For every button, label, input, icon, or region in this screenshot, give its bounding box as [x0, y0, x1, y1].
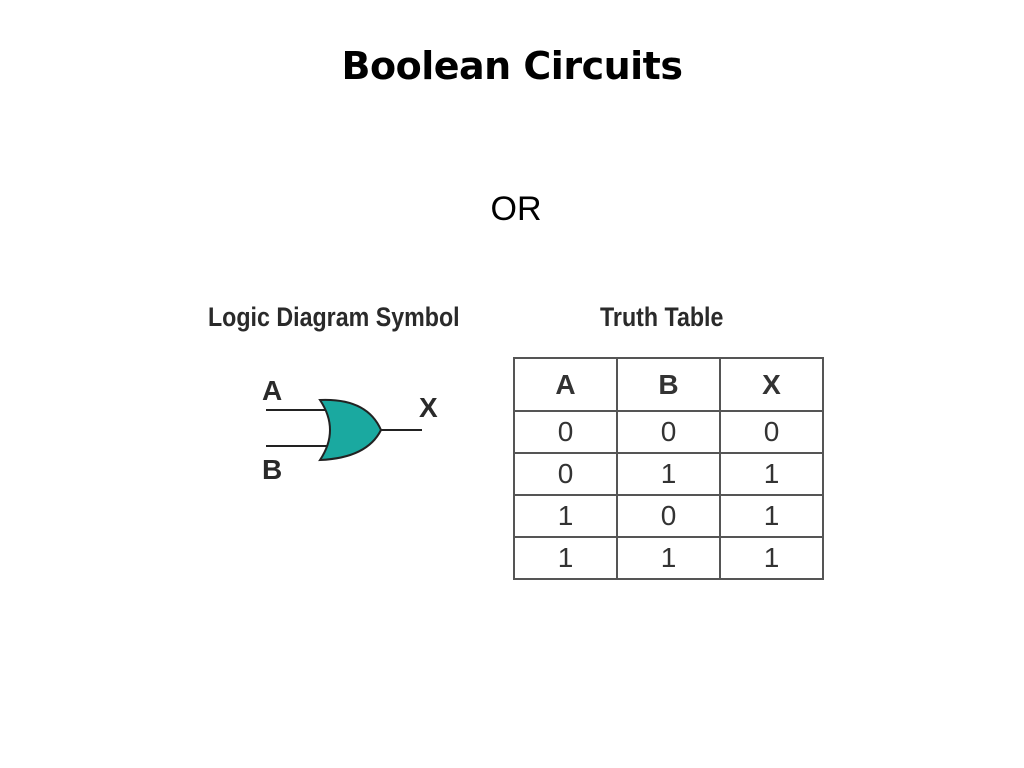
cell-x: 0: [719, 410, 824, 454]
cell-b: 1: [616, 536, 721, 580]
output-x-label: X: [419, 392, 438, 423]
slide-title: Boolean Circuits: [341, 44, 683, 88]
cell-b: 1: [616, 452, 721, 496]
truth-table-label: Truth Table: [600, 302, 724, 332]
cell-x: 1: [719, 494, 824, 538]
header-x: X: [719, 357, 824, 412]
table-row: 1 1 1: [513, 536, 824, 580]
cell-a: 0: [513, 410, 618, 454]
cell-x: 1: [719, 452, 824, 496]
table-row: 0 1 1: [513, 452, 824, 496]
cell-b: 0: [616, 494, 721, 538]
truth-table-header-row: A B X: [513, 357, 824, 412]
header-b: B: [616, 357, 721, 412]
logic-diagram-label: Logic Diagram Symbol: [208, 302, 460, 332]
table-row: 1 0 1: [513, 494, 824, 538]
input-a-label: A: [262, 375, 282, 406]
truth-table: A B X 0 0 0 0 1 1 1 0 1 1 1 1: [513, 357, 824, 580]
cell-a: 0: [513, 452, 618, 496]
cell-a: 1: [513, 536, 618, 580]
input-b-label: B: [262, 454, 282, 485]
cell-x: 1: [719, 536, 824, 580]
header-a: A: [513, 357, 618, 412]
table-row: 0 0 0: [513, 410, 824, 454]
cell-b: 0: [616, 410, 721, 454]
cell-a: 1: [513, 494, 618, 538]
slide-subtitle: OR: [490, 190, 542, 228]
or-gate-icon: [318, 398, 383, 462]
or-gate-diagram: A B X: [262, 375, 438, 485]
